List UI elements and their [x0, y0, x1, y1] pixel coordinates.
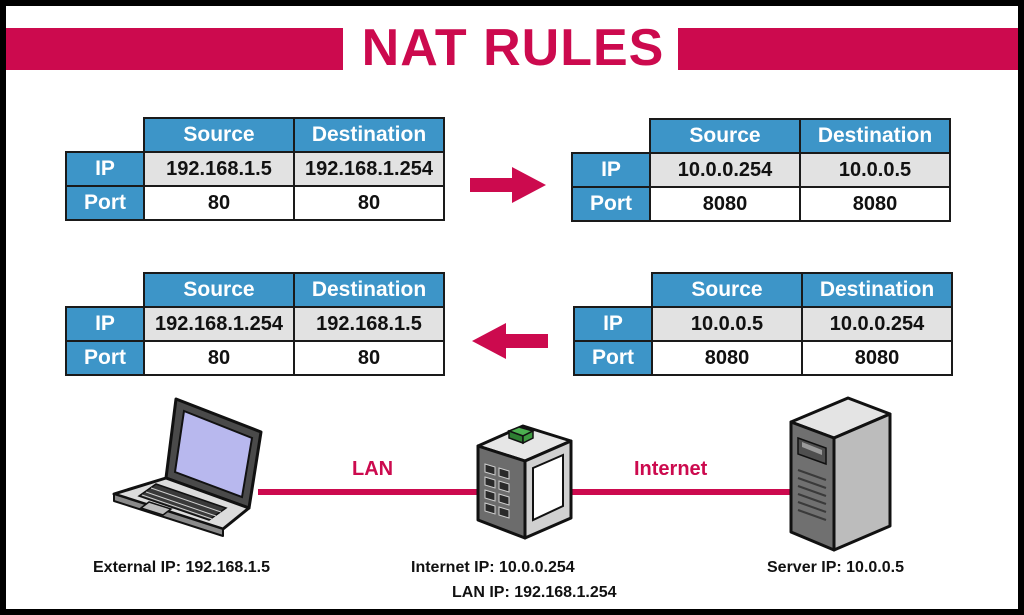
- row-header-ip: IP: [573, 306, 653, 342]
- banner-bar-right: [678, 28, 1018, 70]
- source-port-cell: 80: [143, 340, 295, 376]
- nat-table-outbound-original: Source Destination IP 192.168.1.5 192.16…: [65, 117, 445, 221]
- table-row: IP 10.0.0.5 10.0.0.254: [573, 306, 953, 342]
- table-row: IP 192.168.1.254 192.168.1.5: [65, 306, 445, 342]
- table-corner: [574, 273, 652, 307]
- row-header-port: Port: [65, 185, 145, 221]
- left-arrow-icon: [472, 323, 548, 359]
- source-ip-cell: 192.168.1.5: [143, 151, 295, 187]
- internet-link-line: [566, 489, 796, 495]
- source-ip-cell: 192.168.1.254: [143, 306, 295, 342]
- table-row: Port 80 80: [65, 185, 445, 221]
- diagram-canvas: NAT RULES Source Destination IP 192.168.…: [6, 6, 1018, 609]
- banner-bar-left: [6, 28, 343, 70]
- column-header-source: Source: [649, 118, 801, 154]
- table-corner: [572, 119, 650, 153]
- column-header-source: Source: [651, 272, 803, 308]
- row-header-port: Port: [571, 186, 651, 222]
- destination-port-cell: 80: [293, 185, 445, 221]
- table-row: Port 8080 8080: [571, 186, 951, 222]
- laptop-icon: [112, 397, 263, 537]
- column-header-destination: Destination: [799, 118, 951, 154]
- nat-table-return-translated: Source Destination IP 192.168.1.254 192.…: [65, 272, 445, 376]
- table-row: IP 192.168.1.5 192.168.1.254: [65, 151, 445, 187]
- source-ip-cell: 10.0.0.254: [649, 152, 801, 188]
- destination-ip-cell: 10.0.0.5: [799, 152, 951, 188]
- destination-port-cell: 8080: [799, 186, 951, 222]
- destination-ip-cell: 192.168.1.5: [293, 306, 445, 342]
- source-port-cell: 80: [143, 185, 295, 221]
- page-title: NAT RULES: [361, 19, 665, 77]
- router-icon: [476, 424, 573, 540]
- lan-link-line: [258, 489, 480, 495]
- server-ip-caption: Server IP: 10.0.0.5: [767, 559, 904, 576]
- right-arrow-icon: [470, 167, 546, 203]
- router-internet-ip-caption: Internet IP: 10.0.0.254: [411, 559, 575, 576]
- table-corner: [66, 273, 144, 307]
- destination-port-cell: 80: [293, 340, 445, 376]
- row-header-port: Port: [573, 340, 653, 376]
- table-row: IP 10.0.0.254 10.0.0.5: [571, 152, 951, 188]
- column-header-destination: Destination: [801, 272, 953, 308]
- table-row: Port 8080 8080: [573, 340, 953, 376]
- table-corner: [66, 118, 144, 152]
- column-header-source: Source: [143, 272, 295, 308]
- destination-port-cell: 8080: [801, 340, 953, 376]
- router-lan-ip-caption: LAN IP: 192.168.1.254: [452, 584, 617, 601]
- destination-ip-cell: 10.0.0.254: [801, 306, 953, 342]
- nat-table-outbound-translated: Source Destination IP 10.0.0.254 10.0.0.…: [571, 118, 951, 222]
- table-row: Port 80 80: [65, 340, 445, 376]
- nat-table-return-original: Source Destination IP 10.0.0.5 10.0.0.25…: [573, 272, 953, 376]
- lan-link-label: LAN: [352, 458, 394, 480]
- column-header-destination: Destination: [293, 272, 445, 308]
- source-port-cell: 8080: [649, 186, 801, 222]
- row-header-port: Port: [65, 340, 145, 376]
- row-header-ip: IP: [65, 151, 145, 187]
- source-ip-cell: 10.0.0.5: [651, 306, 803, 342]
- row-header-ip: IP: [571, 152, 651, 188]
- column-header-destination: Destination: [293, 117, 445, 153]
- destination-ip-cell: 192.168.1.254: [293, 151, 445, 187]
- column-header-source: Source: [143, 117, 295, 153]
- source-port-cell: 8080: [651, 340, 803, 376]
- server-icon: [789, 396, 892, 552]
- row-header-ip: IP: [65, 306, 145, 342]
- internet-link-label: Internet: [634, 458, 708, 480]
- laptop-ip-caption: External IP: 192.168.1.5: [93, 559, 270, 576]
